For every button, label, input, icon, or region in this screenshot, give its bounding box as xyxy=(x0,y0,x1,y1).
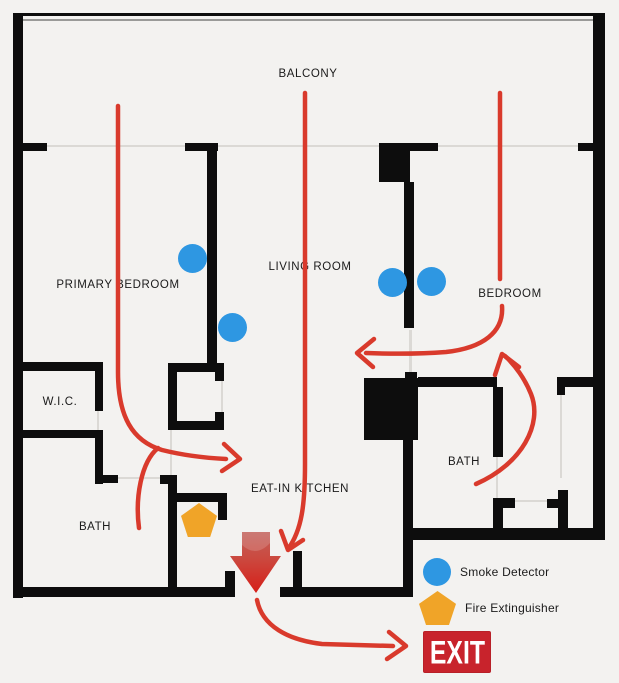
wall-segment xyxy=(558,490,568,537)
route-final-exit-arrowhead xyxy=(384,629,409,662)
wall-segment xyxy=(177,493,227,502)
wall-segment xyxy=(95,438,103,484)
route-left-bath xyxy=(135,445,161,531)
wall-segment xyxy=(557,377,597,387)
wall-segment xyxy=(557,387,565,395)
wall-segment xyxy=(13,13,605,16)
wall-segment xyxy=(215,372,224,381)
wall-segment xyxy=(364,378,418,440)
route-final-exit xyxy=(254,597,396,649)
door-opening xyxy=(438,145,578,147)
wall-segment xyxy=(168,363,224,372)
smoke-detector-marker xyxy=(416,266,446,296)
smoke-detector-marker xyxy=(177,243,207,273)
legend-smoke-detector-label: Smoke Detector xyxy=(460,565,550,579)
wall-segment xyxy=(185,143,218,151)
route-bedroom-arrowhead xyxy=(354,336,377,370)
wall-segment xyxy=(403,528,605,540)
door-opening xyxy=(170,430,172,484)
room-label-eat-in-kitchen: EAT-IN KITCHEN xyxy=(251,483,349,495)
wall-segment xyxy=(493,387,503,457)
room-label-bath-right: BATH xyxy=(447,456,481,468)
wall-segment xyxy=(493,498,515,508)
door-opening xyxy=(560,395,562,478)
wall-segment xyxy=(13,143,47,151)
wall-segment xyxy=(95,475,118,483)
wall-segment xyxy=(293,551,302,587)
wall-segment xyxy=(593,14,605,540)
legend-item-smoke-detector: Smoke Detector xyxy=(423,558,549,586)
wall-segment xyxy=(379,143,438,151)
door-opening xyxy=(496,457,498,498)
door-opening xyxy=(221,381,223,412)
exit-sign-label: EXIT xyxy=(429,633,485,671)
wall-segment xyxy=(404,182,414,328)
door-opening xyxy=(515,500,547,502)
wall-segment xyxy=(13,587,235,597)
route-primary-bedroom xyxy=(115,103,229,462)
smoke-detector-marker xyxy=(377,267,407,297)
wall-segment xyxy=(493,508,503,537)
smoke-detector-icon xyxy=(423,558,451,586)
wall-segment xyxy=(13,430,103,438)
wall-segment xyxy=(280,587,403,597)
door-opening xyxy=(218,145,379,147)
wall-segment xyxy=(207,151,217,365)
wall-segment xyxy=(379,151,410,182)
main-exit-arrow xyxy=(230,532,281,593)
route-living-kitchen-arrowhead xyxy=(278,528,306,553)
door-opening xyxy=(409,330,412,372)
wall-segment xyxy=(405,372,417,378)
wall-segment xyxy=(13,14,23,598)
room-label-bedroom: BEDROOM xyxy=(478,288,542,300)
wall-segment xyxy=(23,19,593,21)
wall-segment xyxy=(168,372,177,430)
wall-segment xyxy=(95,371,103,411)
route-living-kitchen xyxy=(285,90,308,552)
wall-segment xyxy=(168,484,177,597)
wall-segment xyxy=(218,502,227,520)
route-bedroom-lower xyxy=(363,303,505,356)
room-label-living-room: LIVING ROOM xyxy=(268,261,352,273)
wall-segment xyxy=(578,143,593,151)
wall-segment xyxy=(13,362,103,371)
room-label-bath-left: BATH xyxy=(78,521,112,533)
route-right-bath-arrowhead xyxy=(492,351,522,378)
legend-fire-extinguisher-label: Fire Extinguisher xyxy=(465,601,560,615)
room-label-balcony: BALCONY xyxy=(278,68,338,80)
wall-segment xyxy=(225,571,235,587)
wall-segment xyxy=(418,377,497,387)
route-right-bath xyxy=(473,353,537,487)
smoke-detector-marker xyxy=(217,312,247,342)
wall-segment xyxy=(160,475,177,484)
door-opening xyxy=(97,411,99,430)
wall-segment xyxy=(177,421,224,430)
fire-extinguisher-icon xyxy=(419,591,456,625)
door-opening xyxy=(118,477,160,479)
wall-segment xyxy=(547,499,558,508)
room-label-wic: W.I.C. xyxy=(42,396,78,408)
exit-sign: EXIT xyxy=(423,631,491,673)
route-primary-bedroom-arrowhead xyxy=(219,441,243,474)
wall-segment xyxy=(403,440,413,597)
legend-item-fire-extinguisher: Fire Extinguisher xyxy=(419,591,559,625)
